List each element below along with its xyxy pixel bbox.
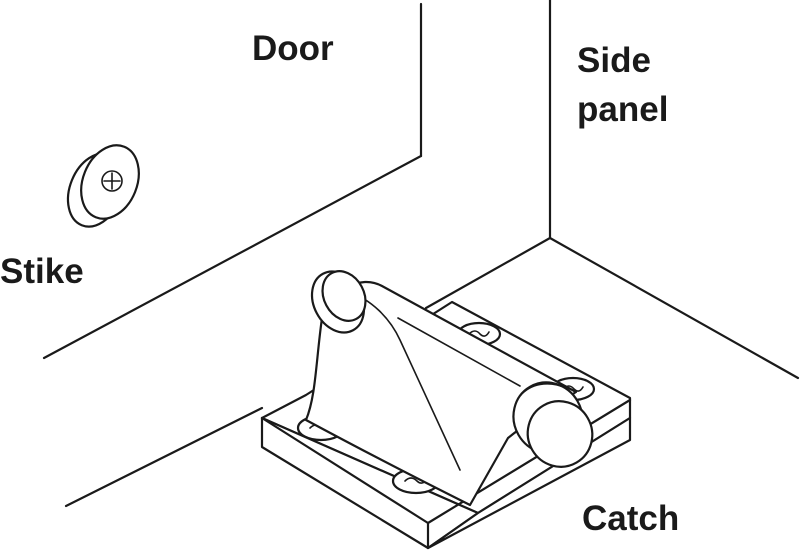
stike-screw-icon (101, 170, 123, 192)
label-door: Door (252, 29, 334, 68)
catch-body (260, 270, 632, 550)
door-panel (42, 2, 423, 360)
label-stike: Stike (0, 252, 84, 291)
label-side-panel-line2: panel (577, 90, 668, 129)
label-side-panel-line1: Side (577, 41, 651, 80)
stike-plate (66, 144, 140, 228)
catch-plunger (512, 381, 594, 468)
label-catch: Catch (582, 499, 679, 538)
side-panel (64, 0, 800, 508)
